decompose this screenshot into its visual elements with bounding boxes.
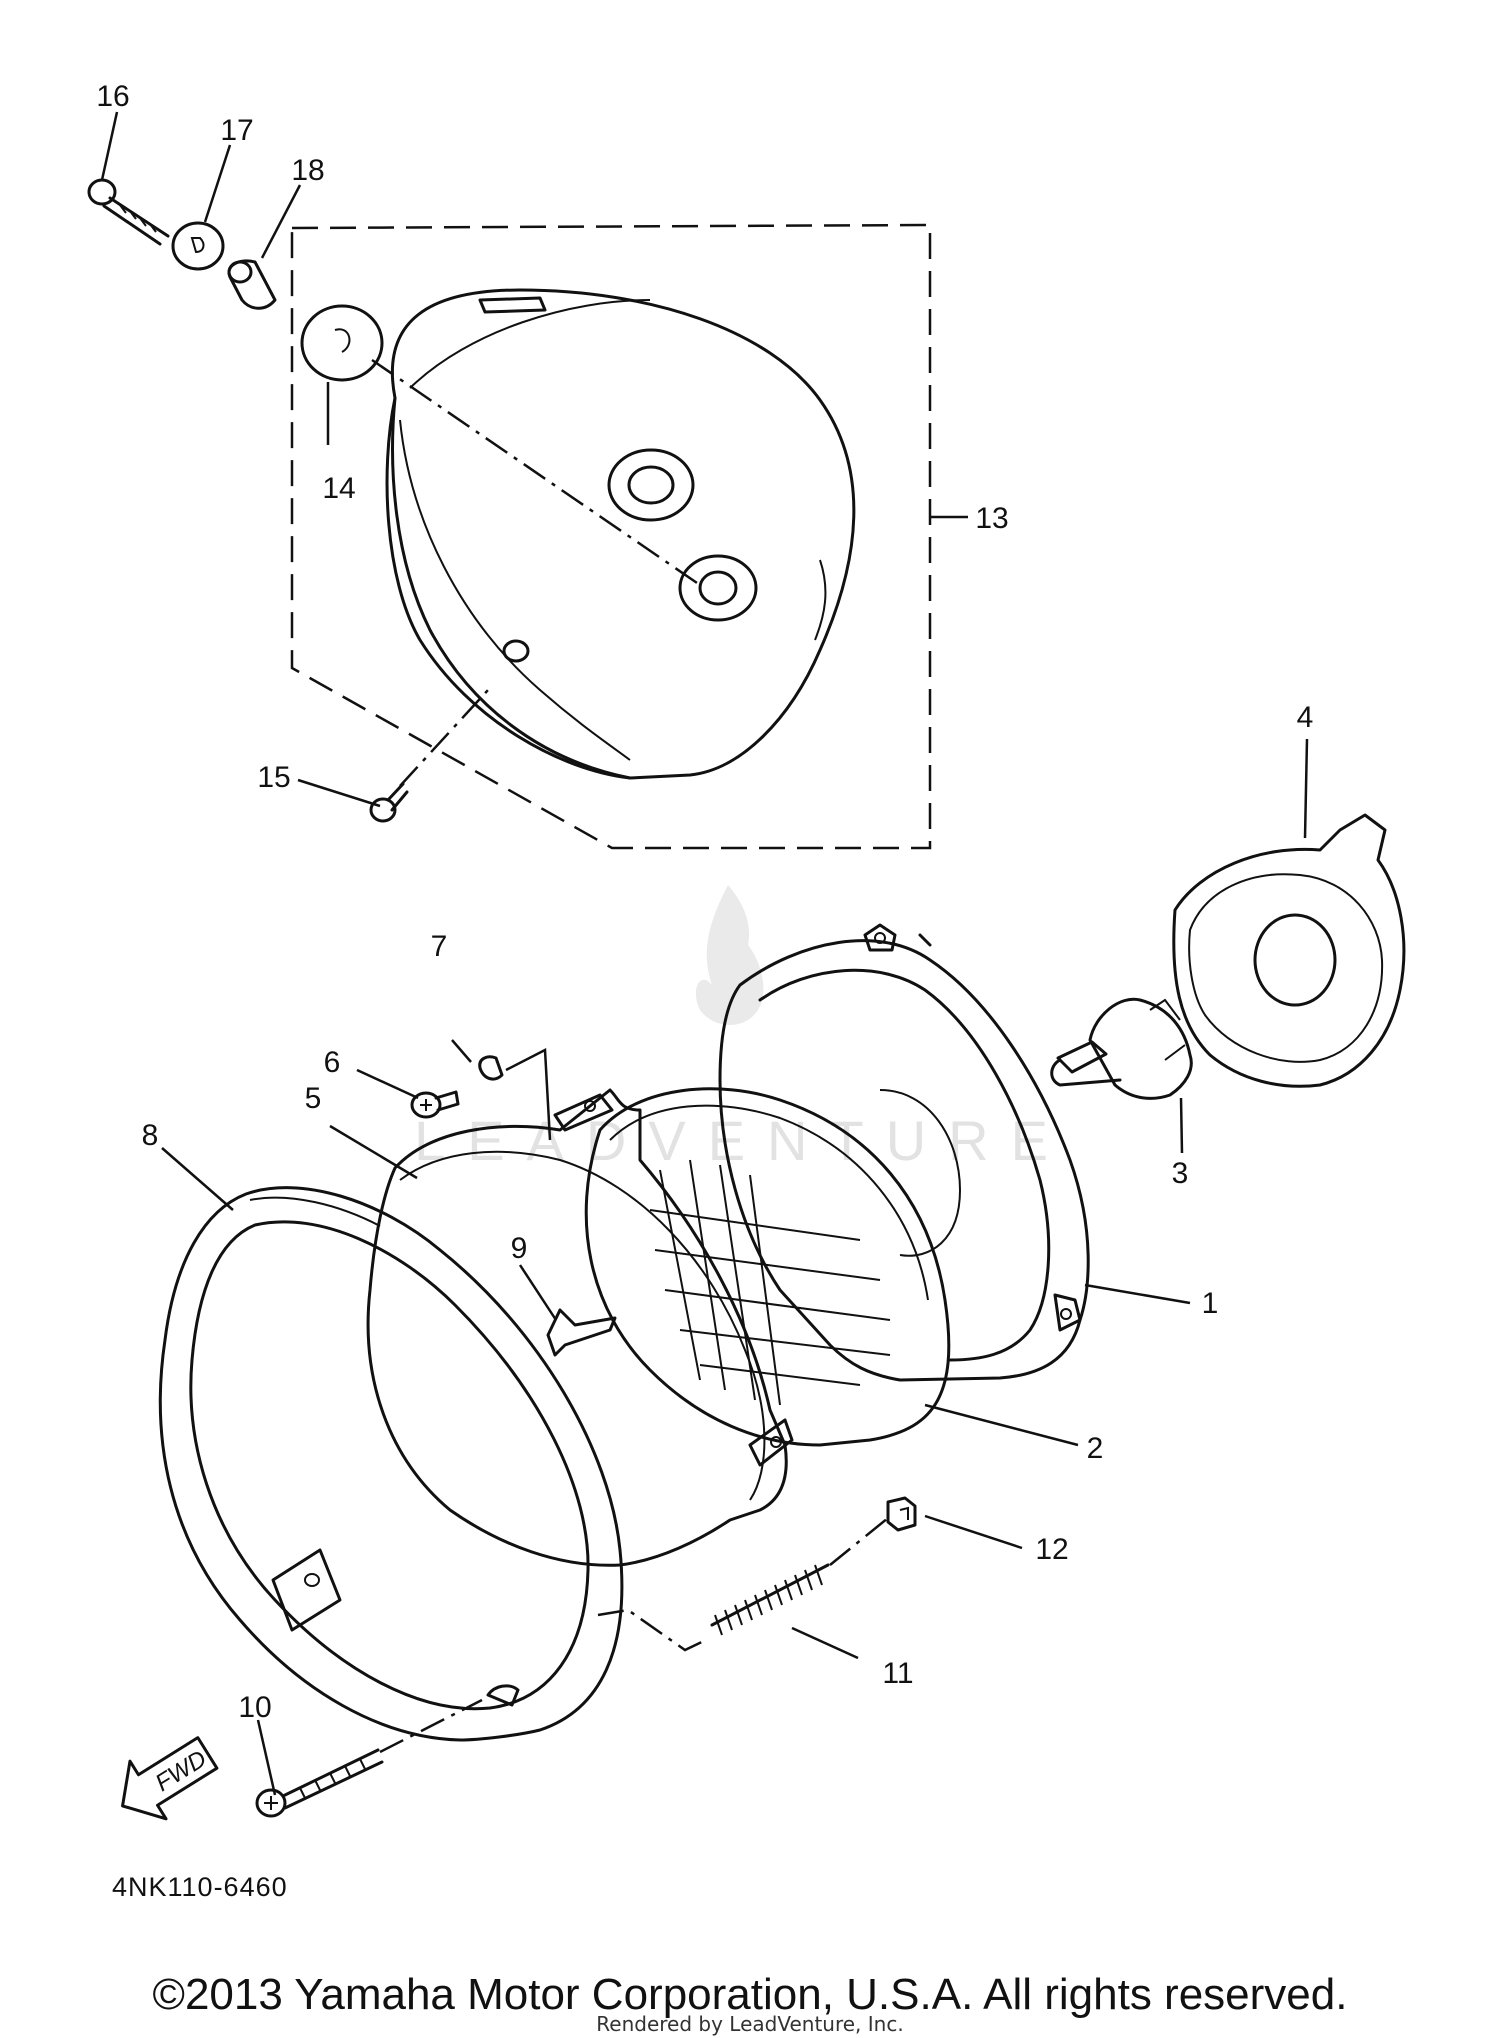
screw-15 [369,782,409,823]
headlight-reflector-1 [718,923,1090,1382]
leader-lines [100,111,1309,1796]
connector-7-to-body [505,1048,552,1141]
leadventure-watermark: LEADVENTURE [414,885,1070,1172]
headlight-rim-8 [158,1186,624,1742]
part-label-5: 5 [305,1082,322,1115]
grommet-14 [300,304,384,382]
headlight-body-5 [366,1088,794,1567]
part-label-13: 13 [975,502,1008,535]
screw-6 [410,1090,460,1119]
washer-17 [171,221,225,271]
part-label-11: 11 [882,1657,913,1690]
part-label-6: 6 [324,1046,341,1079]
alignment-line-11-12 [829,1517,889,1566]
render-credit: Rendered by LeadVenture, Inc. [596,2012,904,2036]
part-label-12: 12 [1035,1533,1068,1566]
screw-16 [87,178,170,246]
part-label-14: 14 [322,472,355,505]
part-label-18: 18 [291,154,324,187]
part-label-3: 3 [1172,1157,1189,1190]
part-label-8: 8 [142,1119,159,1152]
headlight-lens-2 [584,1087,951,1447]
alignment-line-rim-11 [597,1608,707,1652]
part-label-7: 7 [431,930,448,963]
part-label-17: 17 [220,114,253,147]
part-label-10: 10 [238,1691,271,1724]
spring-11 [710,1563,830,1636]
bulb-socket-cover-4 [1172,813,1406,1088]
watermark-text: LEADVENTURE [414,1109,1070,1172]
clip-12 [886,1496,917,1532]
part-label-4: 4 [1297,701,1314,734]
part-label-2: 2 [1087,1432,1104,1465]
part-label-16: 16 [96,80,129,113]
copyright-notice: ©2013 Yamaha Motor Corporation, U.S.A. A… [152,1970,1348,2019]
screw-10 [255,1748,384,1818]
headlight-bulb-3 [1050,997,1193,1100]
alignment-line-15 [399,689,489,787]
part-number-labels: 16 17 18 14 13 15 4 7 6 5 8 3 9 1 2 12 1… [96,80,1313,1724]
drawing-code: 4NK110-6460 [112,1872,288,1902]
forward-direction-arrow: FWD [121,1736,219,1821]
part-label-1: 1 [1202,1287,1219,1320]
alignment-line-14 [371,358,701,587]
alignment-line-10 [379,1698,483,1754]
assembly-13-boundary [290,223,932,850]
headlight-housing-shell [385,288,856,780]
collar-18 [227,259,277,310]
nut-7 [478,1055,504,1081]
part-label-15: 15 [257,761,290,794]
part-label-9: 9 [511,1232,528,1265]
